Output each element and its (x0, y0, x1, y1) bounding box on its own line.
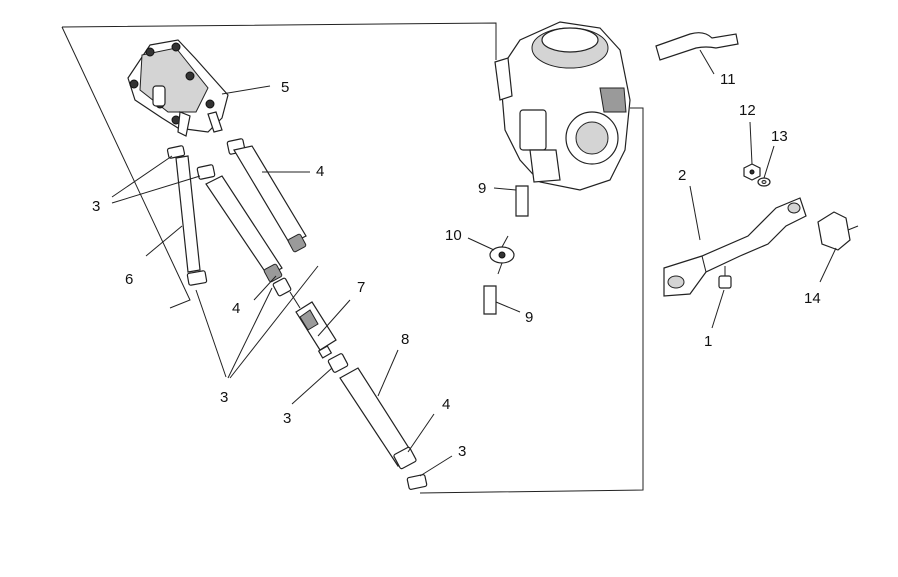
fuel-hose-4-lower (393, 446, 417, 470)
rubber-mount (817, 211, 859, 251)
callout-7: 7 (357, 279, 365, 296)
vent-hose-lower (483, 285, 497, 315)
mounting-bracket (663, 197, 807, 297)
hose-clamp-bottom (406, 474, 428, 490)
hose-clamp-filter-outlet (327, 353, 349, 373)
callout-12: 12 (739, 102, 756, 119)
callout-4-lower: 4 (442, 396, 450, 413)
callout-2: 2 (678, 167, 686, 184)
assembly-outline (61, 22, 644, 494)
callout-4-upper: 4 (316, 163, 324, 180)
breather-hose (655, 32, 739, 61)
hose-clamp-top-left (166, 145, 186, 159)
callout-6: 6 (125, 271, 133, 288)
hose-clamp-top-mid (196, 164, 216, 180)
fuel-pump (127, 39, 229, 137)
callout-3-bottom: 3 (458, 443, 466, 460)
fuel-hose-6 (175, 155, 208, 286)
callout-5: 5 (281, 79, 289, 96)
callout-3-left: 3 (92, 198, 100, 215)
callout-14: 14 (804, 290, 821, 307)
washer (757, 177, 771, 187)
fuel-filter (289, 291, 337, 359)
bracket-bolt (718, 266, 732, 289)
callout-10: 10 (445, 227, 462, 244)
callout-11: 11 (720, 71, 736, 88)
callout-9-upper: 9 (478, 180, 486, 197)
leader-lines (111, 49, 837, 477)
fuel-hose-4-upper-right (233, 145, 307, 253)
callout-8: 8 (401, 331, 409, 348)
callout-1: 1 (704, 333, 712, 350)
callout-3-lower-left: 3 (220, 389, 228, 406)
fuel-hose-4-middle (205, 175, 283, 283)
callout-9-lower: 9 (525, 309, 533, 326)
nut (743, 163, 761, 181)
vent-valve (489, 235, 515, 275)
callout-4-middle: 4 (232, 300, 240, 317)
callout-labels: 5 4 3 6 4 7 8 3 3 4 3 9 10 9 11 12 13 2 … (92, 71, 821, 460)
callout-3-lower-mid: 3 (283, 410, 291, 427)
callout-13: 13 (771, 128, 788, 145)
hose-clamp-filter-inlet (272, 277, 292, 297)
vent-hose-upper (515, 185, 529, 217)
carburetor (494, 21, 631, 191)
